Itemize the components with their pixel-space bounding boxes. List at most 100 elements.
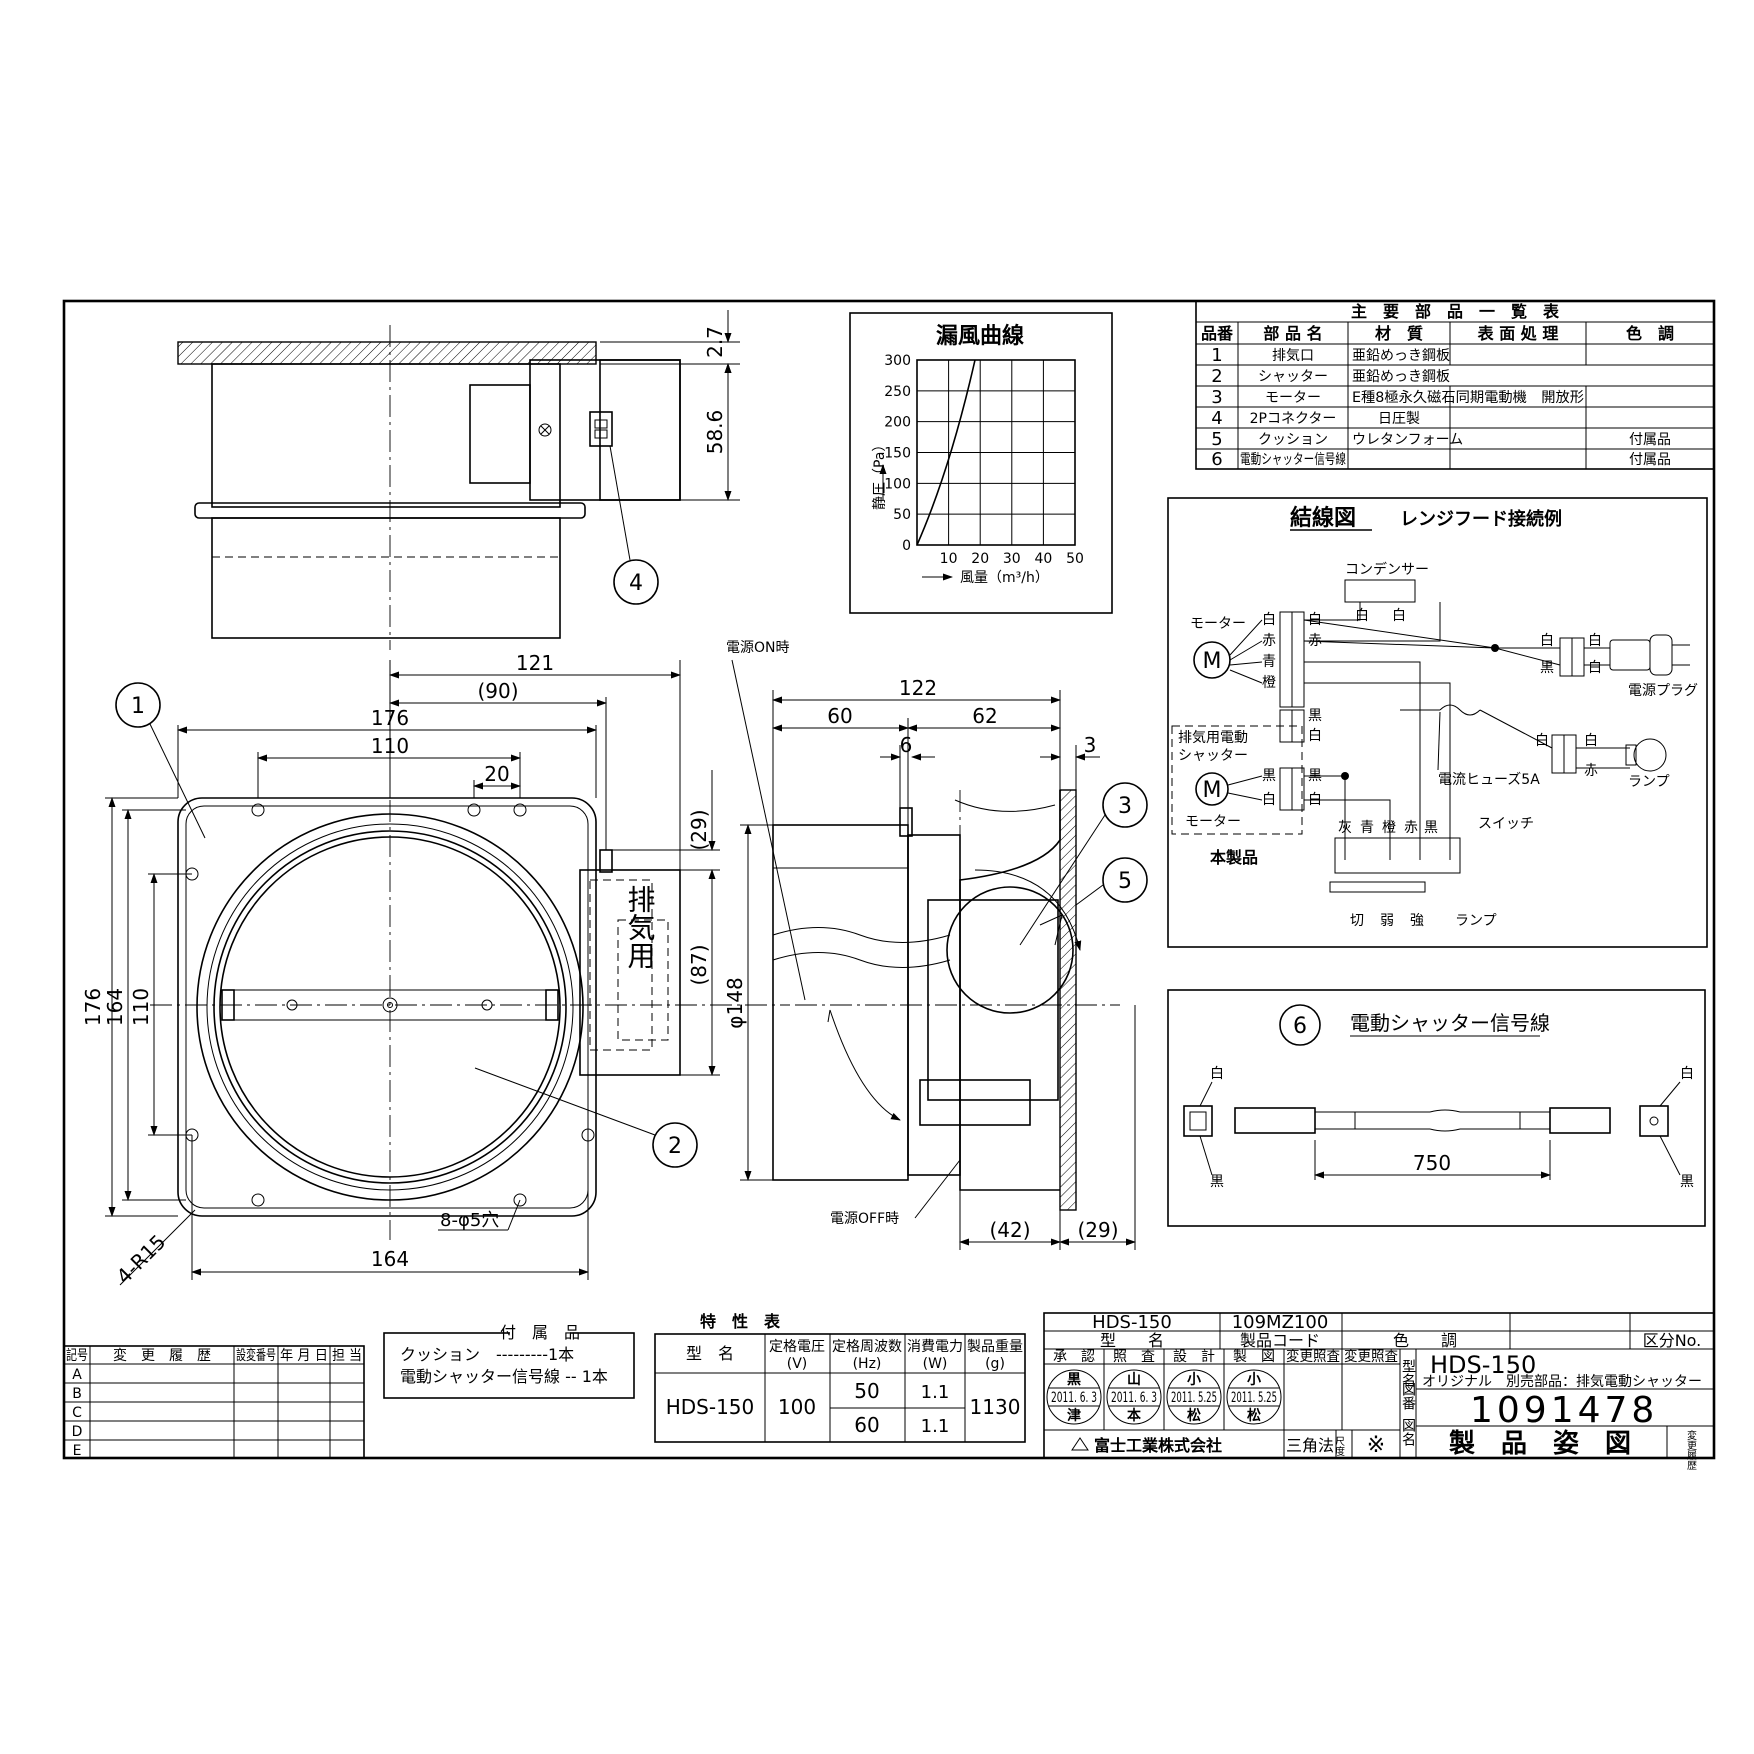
accessory-row-2: 電動シャッター信号線 -- 1本: [400, 1367, 608, 1386]
stamp-3-date: 2011. 5.25: [1171, 1390, 1217, 1406]
parts-row2-no: 2: [1211, 366, 1222, 387]
spec-header-model: 型 名: [686, 1344, 734, 1363]
shutter-black-l: 黒: [1262, 768, 1276, 784]
leak-curve-ytick: 0: [902, 538, 911, 554]
dim-122: 122: [899, 676, 937, 700]
shutter-motor-symbol: M: [1203, 778, 1222, 803]
dim-20: 20: [484, 762, 509, 786]
stamp-3-top: 小: [1187, 1372, 1201, 1388]
parts-row3-name: モーター: [1265, 390, 1321, 406]
rev-header-person: 担 当: [332, 1348, 362, 1364]
spec-voltage: 100: [778, 1395, 816, 1419]
leak-curve-ytick: 100: [884, 476, 911, 492]
dim-29-side: (29): [1077, 1218, 1118, 1242]
parts-header-no: 品番: [1201, 324, 1234, 343]
tb-product-code: 109MZ100: [1232, 1312, 1329, 1333]
leak-curve-line: [916, 359, 976, 546]
wiring-subtitle: レンジフード接続例: [1400, 508, 1562, 530]
stamp-3: 小 2011. 5.25 松: [1166, 1369, 1222, 1425]
stamp-1-bottom: 津: [1067, 1407, 1081, 1424]
switch-weak: 弱: [1380, 913, 1394, 929]
parts-row1-name: 排気口: [1272, 348, 1314, 364]
condenser-white-1: 白: [1355, 608, 1369, 624]
tb-head-design: 設 計: [1173, 1349, 1215, 1365]
tb-projection: 三角法: [1286, 1436, 1334, 1455]
spec-table-title: 特 性 表: [700, 1312, 781, 1331]
signal-cable-length: 750: [1413, 1151, 1451, 1175]
accessories-box: 付 属 品 クッション ---------1本 電動シャッター信号線 -- 1本: [383, 1323, 635, 1399]
stamp-1-top: 黒: [1067, 1372, 1081, 1388]
rev-mark-c: C: [72, 1405, 82, 1421]
parts-header-surface: 表 面 処 理: [1477, 324, 1559, 343]
dim-62: 62: [972, 704, 997, 728]
signal-white-right: 白: [1680, 1066, 1694, 1082]
exhaust-label: 排気用: [624, 885, 657, 969]
dim-29-front: (29): [687, 809, 711, 850]
parts-table: 主 要 部 品 一 覧 表 品番 部 品 名 材 質 表 面 処 理 色 調 1…: [1195, 300, 1715, 470]
balloon-2: 2: [668, 1134, 682, 1159]
dim-42: (42): [989, 1218, 1030, 1242]
tb-model: HDS-150: [1092, 1312, 1172, 1333]
tb-revision-mark: 変更履歴: [1685, 1429, 1697, 1470]
spec-header-weight-unit: (g): [985, 1356, 1005, 1372]
signal-black-right: 黒: [1680, 1174, 1694, 1190]
switch-off: 切: [1350, 913, 1364, 929]
dim-6: 6: [900, 733, 913, 757]
leak-curve-ytick: 250: [884, 384, 911, 400]
parts-row4-no: 4: [1211, 408, 1222, 429]
dim-87: (87): [687, 944, 711, 985]
dim-164-bottom: 164: [371, 1247, 409, 1271]
lamp-label: ランプ: [1628, 774, 1670, 790]
stamp-4-date: 2011. 5.25: [1231, 1390, 1277, 1406]
dim-holes: 8-φ5穴: [440, 1210, 499, 1231]
parts-header-color: 色 調: [1626, 324, 1674, 343]
switch-lamp: ランプ: [1455, 913, 1497, 929]
leak-curve-ytick: 300: [884, 353, 911, 369]
balloon-3: 3: [1118, 794, 1132, 819]
tb-label-color: 色 調: [1393, 1331, 1457, 1350]
rev-header-date: 年 月 日: [280, 1348, 328, 1364]
spec-header-power-unit: (W): [923, 1356, 948, 1372]
spec-freq-50: 50: [854, 1379, 879, 1403]
dim-176-left: 176: [81, 988, 105, 1026]
dim-r15: 4-R15: [112, 1230, 171, 1289]
parts-header-material: 材 質: [1375, 324, 1423, 343]
parts-row1-material: 亜鉛めっき鋼板: [1352, 348, 1450, 364]
shutter-white-l: 白: [1262, 792, 1276, 808]
rev-mark-a: A: [72, 1367, 82, 1383]
dim-121: 121: [516, 651, 554, 675]
motor-symbol: M: [1203, 649, 1222, 674]
parts-row5-no: 5: [1211, 429, 1222, 450]
spec-power-50: 1.1: [921, 1382, 950, 1403]
tb-head-change-2: 変更照査: [1344, 1348, 1398, 1365]
parts-row3-no: 3: [1211, 387, 1222, 408]
lamp-white-1: 白: [1535, 733, 1549, 749]
signal-white-left: 白: [1210, 1066, 1224, 1082]
shutter-label-2: シャッター: [1178, 748, 1248, 764]
parts-row4-name: 2Pコネクター: [1250, 411, 1337, 427]
mid-white: 白: [1308, 728, 1322, 744]
parts-row3-material: E種8極永久磁石同期電動機 開放形: [1352, 390, 1584, 406]
tb-name-main: HDS-150: [1430, 1351, 1536, 1379]
power-plug-label: 電源プラグ: [1628, 683, 1698, 699]
rev-header-no: 設変番号: [236, 1347, 276, 1364]
spec-freq-60: 60: [854, 1413, 879, 1437]
switch-strong: 強: [1410, 913, 1424, 929]
spec-header-voltage: 定格電圧: [769, 1339, 825, 1355]
stamp-2-date: 2011. 6. 3: [1111, 1390, 1157, 1406]
switch-red: 赤: [1404, 820, 1418, 836]
leak-curve-grid: [916, 359, 1076, 546]
motor-label: モーター: [1190, 616, 1246, 632]
dim-2-7: 2.7: [703, 326, 727, 358]
balloon-1: 1: [131, 694, 145, 719]
leak-curve-xtick: 50: [1066, 551, 1084, 567]
spec-header-voltage-unit: (V): [787, 1356, 808, 1372]
switch-black: 黒: [1424, 820, 1438, 836]
signal-cable-number: 6: [1293, 1014, 1307, 1039]
tb-label-model: 型 名: [1100, 1331, 1164, 1350]
parts-row2-name: シャッター: [1258, 369, 1328, 385]
